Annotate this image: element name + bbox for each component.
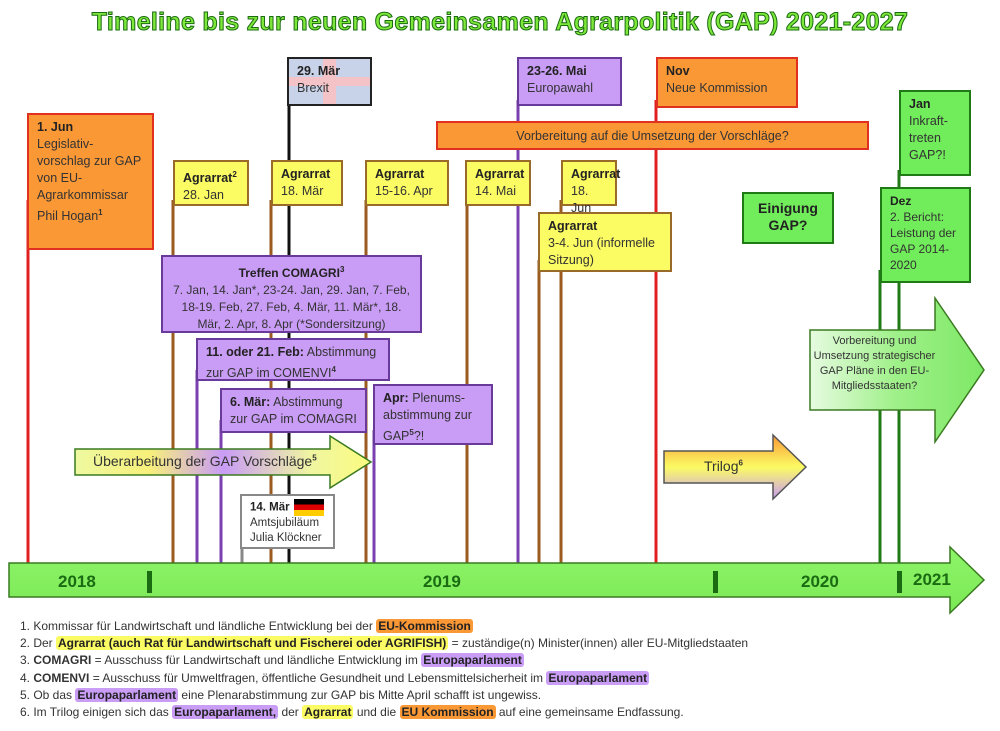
event-abstimmung-comenvi: 11. oder 21. Feb: Abstimmung zur GAP im … <box>196 338 390 381</box>
year-label-2020: 2020 <box>801 572 839 591</box>
ueberarbeitung-arrow <box>74 434 373 490</box>
vorbereitung-umsetzung-bar: Vorbereitung auf die Umsetzung der Vorsc… <box>436 121 869 150</box>
year-label-2019: 2019 <box>423 572 461 591</box>
footnotes: 1. Kommissar für Landwirtschaft und länd… <box>20 618 748 721</box>
footnote-4: 4. COMENVI = Ausschuss für Umweltfragen,… <box>20 670 650 685</box>
page-title: Timeline bis zur neuen Gemeinsamen Agrar… <box>91 8 909 37</box>
germany-flag-icon <box>293 499 324 516</box>
event-plenumsabstimmung: Apr: Plenums-abstimmung zur GAP5?! <box>373 384 493 445</box>
year-label-2018: 2018 <box>58 572 96 591</box>
trilog-arrow <box>663 433 808 501</box>
trilog-label: Trilog6 <box>704 458 743 474</box>
footnote-3: 3. COMAGRI = Ausschuss für Landwirtschaf… <box>20 653 524 668</box>
year-axis-arrow <box>8 545 986 615</box>
strategisch-label: Vorbereitung und Umsetzung strategischer… <box>813 335 936 392</box>
footnote-2: 2. Der Agrarrat (auch Rat für Landwirtsc… <box>20 636 749 651</box>
axis-tick <box>897 571 902 593</box>
axis-tick <box>713 571 718 593</box>
footnote-6: 6. Im Trilog einigen sich das Europaparl… <box>20 705 684 720</box>
ueberarbeitung-label: Überarbeitung der GAP Vorschläge5 <box>93 453 317 469</box>
footnote-5: 5. Ob das Europaparlament eine Plenarabs… <box>20 687 542 702</box>
footnote-1: 1. Kommissar für Landwirtschaft und länd… <box>20 619 473 633</box>
event-abstimmung-comagri: 6. Mär: Abstimmung zur GAP im COMAGRI <box>220 388 367 433</box>
year-label-2021: 2021 <box>913 570 951 589</box>
strategisch-arrow <box>809 295 985 445</box>
event-einigung-gap: Einigung GAP? <box>742 192 834 244</box>
axis-tick <box>147 571 152 593</box>
